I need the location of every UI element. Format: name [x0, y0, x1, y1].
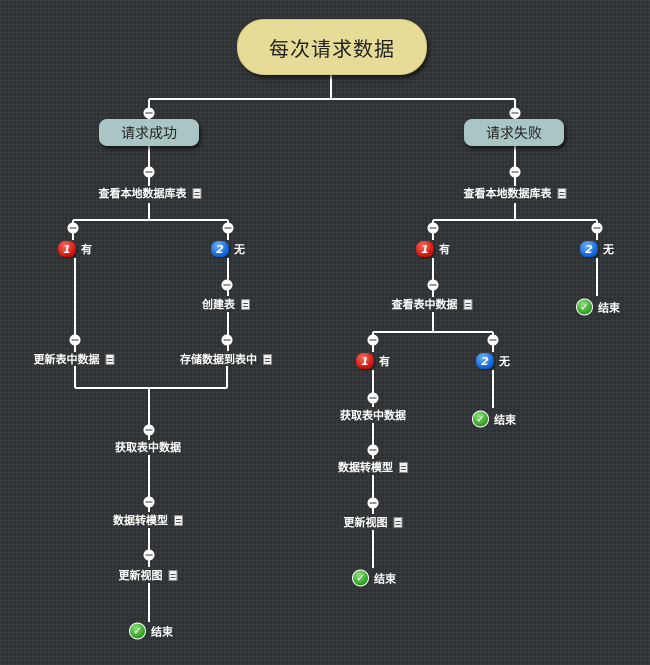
collapse-icon[interactable] — [427, 222, 439, 234]
topic-label: 数据转模型 — [113, 514, 168, 527]
priority-1-icon: 1 — [356, 353, 374, 369]
topic-refresh-view[interactable]: 更新视图 — [344, 514, 403, 530]
branch-failure[interactable]: 请求失败 — [464, 119, 564, 146]
note-icon[interactable] — [174, 514, 183, 526]
topic-convert-model[interactable]: 数据转模型 — [113, 512, 183, 528]
branch-success-title: 请求成功 — [121, 125, 177, 142]
topic-refresh-view[interactable]: 更新视图 — [119, 567, 178, 583]
note-icon[interactable] — [168, 569, 178, 581]
check-done-icon: ✓ — [472, 410, 489, 428]
topic-label: 查看表中数据 — [391, 298, 458, 311]
priority-2-icon: 2 — [476, 353, 494, 369]
note-icon[interactable] — [463, 298, 473, 310]
check-done-icon: ✓ — [352, 569, 369, 587]
marker-label: 有 — [81, 243, 92, 256]
note-icon[interactable] — [192, 187, 202, 199]
check-done-icon: ✓ — [576, 298, 593, 316]
topic-label: 获取表中数据 — [115, 441, 181, 454]
collapse-icon[interactable] — [143, 549, 155, 561]
collapse-icon[interactable] — [143, 496, 155, 508]
topic-fetch-data[interactable]: 获取表中数据 — [115, 439, 181, 455]
collapse-icon[interactable] — [221, 279, 233, 291]
topic-store-data[interactable]: 存储数据到表中 — [180, 351, 272, 367]
topic-label: 更新视图 — [118, 569, 163, 582]
topic-label: 查看本地数据库表 — [463, 187, 552, 200]
priority-1-icon: 1 — [416, 241, 434, 257]
collapse-icon[interactable] — [143, 424, 155, 436]
collapse-icon[interactable] — [69, 334, 81, 346]
collapse-icon[interactable] — [222, 222, 234, 234]
topic-end[interactable]: ✓ 结束 — [472, 410, 516, 428]
branch-failure-title: 请求失败 — [486, 125, 542, 142]
collapse-icon[interactable] — [367, 392, 379, 404]
topic-label: 更新表中数据 — [33, 353, 100, 366]
collapse-icon[interactable] — [143, 166, 155, 178]
collapse-icon[interactable] — [367, 334, 379, 346]
topic-check-local-success[interactable]: 查看本地数据库表 — [99, 185, 202, 201]
collapse-icon[interactable] — [67, 222, 79, 234]
marker-label: 有 — [379, 355, 390, 368]
topic-end[interactable]: ✓ 结束 — [576, 298, 620, 316]
priority-2-icon: 2 — [211, 241, 229, 257]
marker-label: 无 — [499, 355, 510, 368]
note-icon[interactable] — [263, 353, 272, 365]
note-icon[interactable] — [399, 461, 408, 473]
note-icon[interactable] — [241, 298, 250, 310]
topic-label: 创建表 — [202, 298, 235, 311]
topic-end[interactable]: ✓ 结束 — [352, 569, 396, 587]
topic-create-table[interactable]: 创建表 — [202, 296, 250, 312]
priority-1-icon: 1 — [58, 241, 76, 257]
note-icon[interactable] — [105, 353, 115, 365]
end-label: 结束 — [151, 625, 173, 638]
end-label: 结束 — [374, 572, 396, 585]
priority-2-icon: 2 — [580, 241, 598, 257]
topic-fetch-data[interactable]: 获取表中数据 — [340, 407, 406, 423]
collapse-icon[interactable] — [367, 444, 379, 456]
topic-label: 获取表中数据 — [340, 409, 406, 422]
topic-label: 存储数据到表中 — [180, 353, 257, 366]
end-label: 结束 — [598, 301, 620, 314]
note-icon[interactable] — [557, 187, 567, 199]
topic-label: 查看本地数据库表 — [98, 187, 187, 200]
topic-label: 更新视图 — [343, 516, 388, 529]
root-title: 每次请求数据 — [269, 36, 395, 61]
root-topic[interactable]: 每次请求数据 — [237, 19, 427, 75]
collapse-icon[interactable] — [427, 279, 439, 291]
collapse-icon[interactable] — [509, 166, 521, 178]
topic-label: 数据转模型 — [338, 461, 393, 474]
check-done-icon: ✓ — [129, 622, 146, 640]
note-icon[interactable] — [393, 516, 403, 528]
collapse-icon[interactable] — [487, 334, 499, 346]
collapse-icon[interactable] — [221, 334, 233, 346]
marker-label: 无 — [234, 243, 245, 256]
collapse-icon[interactable] — [509, 107, 521, 119]
topic-convert-model[interactable]: 数据转模型 — [338, 459, 408, 475]
end-label: 结束 — [494, 413, 516, 426]
topic-check-local-failure[interactable]: 查看本地数据库表 — [464, 185, 567, 201]
topic-end[interactable]: ✓ 结束 — [129, 622, 173, 640]
collapse-icon[interactable] — [143, 107, 155, 119]
collapse-icon[interactable] — [367, 497, 379, 509]
collapse-icon[interactable] — [591, 222, 603, 234]
marker-label: 有 — [439, 243, 450, 256]
branch-success[interactable]: 请求成功 — [99, 119, 199, 146]
marker-label: 无 — [603, 243, 614, 256]
topic-check-table-data[interactable]: 查看表中数据 — [392, 296, 473, 312]
topic-update-table[interactable]: 更新表中数据 — [34, 351, 115, 367]
